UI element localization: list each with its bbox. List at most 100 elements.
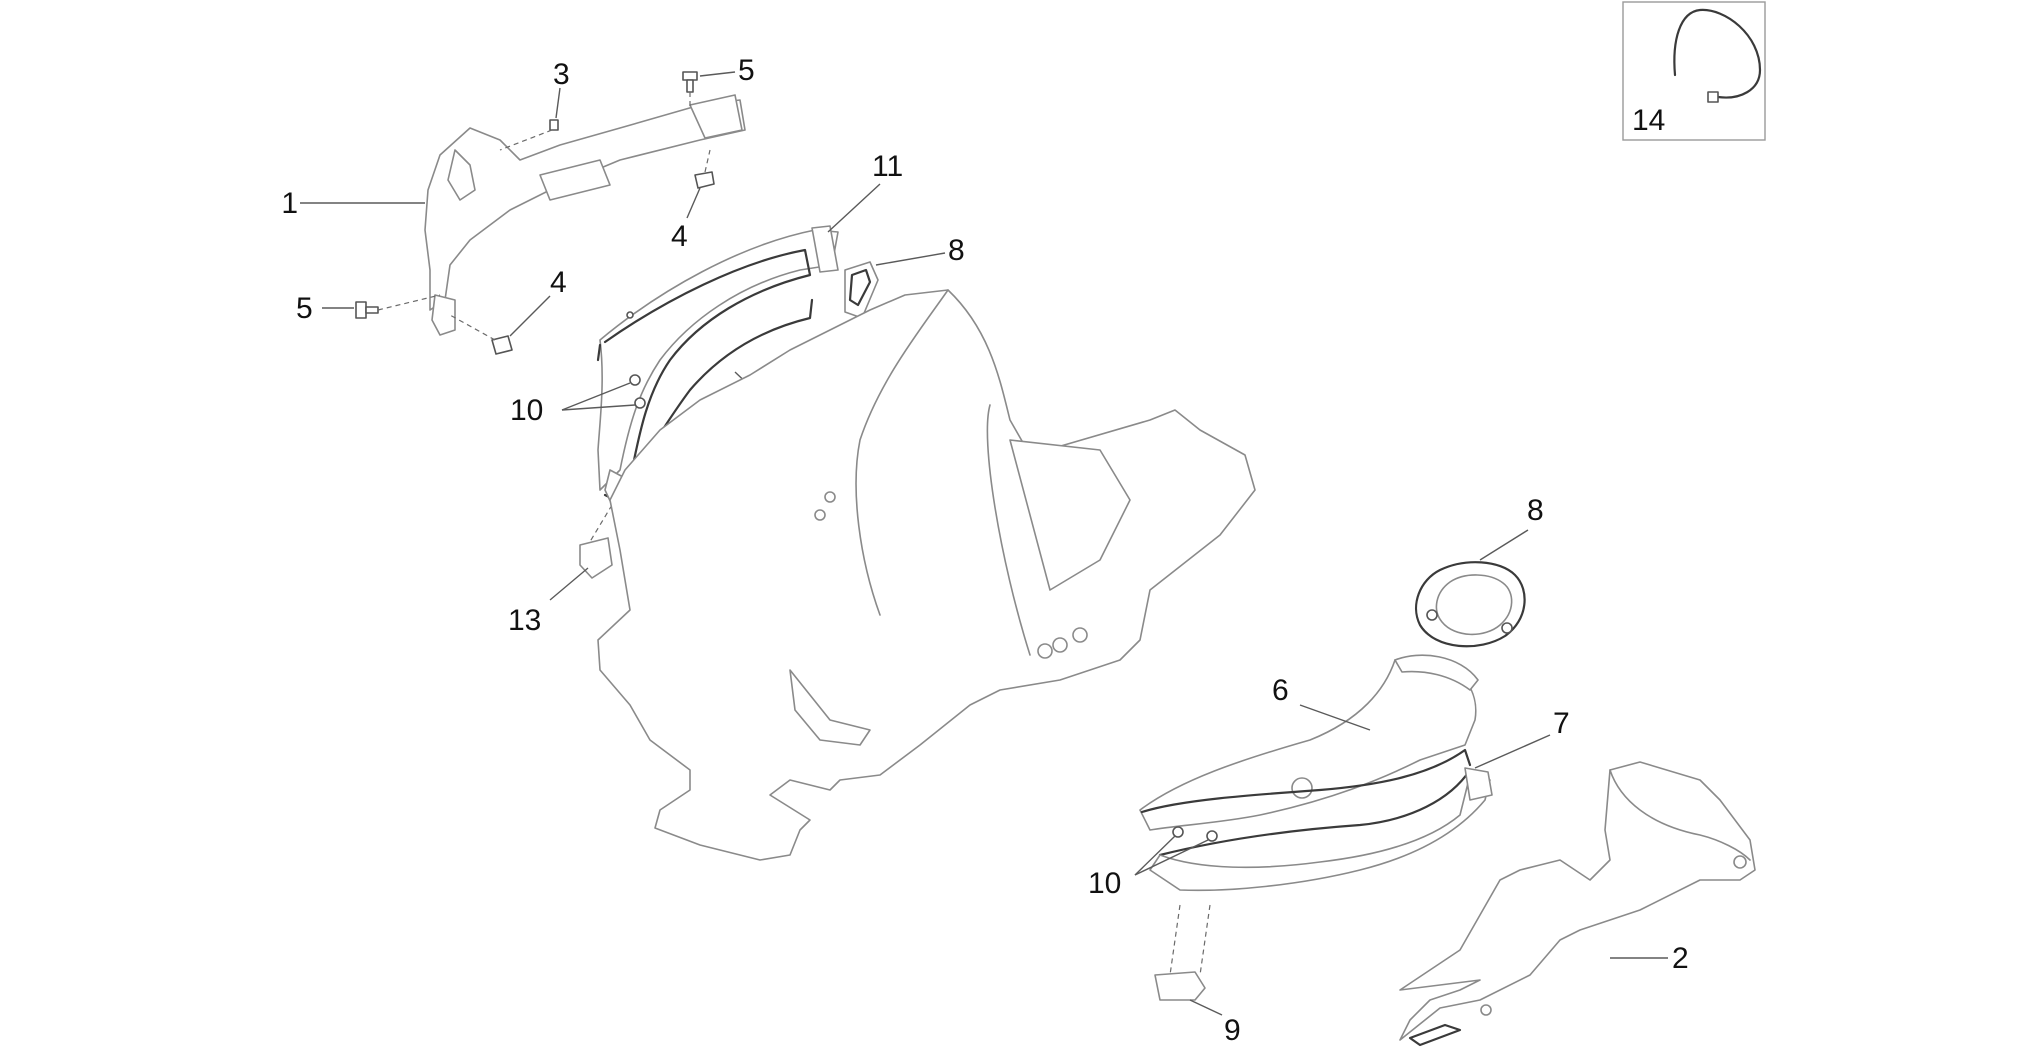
fairing-intake-left <box>789 669 871 746</box>
callout-8-lower: 8 <box>1527 494 1544 527</box>
duct-6-mouth <box>1394 654 1479 691</box>
part-4-clip-top: 4 <box>671 149 715 253</box>
leader-10-lower-b <box>1134 839 1209 876</box>
callout-10-upper: 10 <box>510 394 543 427</box>
callout-11: 11 <box>872 150 903 183</box>
duct-7-edge-top <box>1140 748 1472 814</box>
leader-6 <box>1299 704 1371 731</box>
leader-10-upper-b <box>561 404 636 411</box>
clip-4-top <box>694 171 715 189</box>
leader-8-upper <box>875 252 946 266</box>
part-11-upper-duct: 11 <box>597 150 903 491</box>
lower-fairing-hole-b <box>1480 1004 1492 1016</box>
grommet-10-upper-b <box>634 397 646 409</box>
leader-5-top <box>699 71 736 77</box>
fairing-vent-b <box>1052 637 1068 653</box>
bracket-arm-end <box>689 94 743 139</box>
callout-8-upper: 8 <box>948 234 965 267</box>
axis-4-left <box>449 314 496 341</box>
gasket-8-hole-b <box>1501 622 1513 634</box>
gasket-8-outer <box>1415 561 1526 648</box>
grommet-10-upper-a <box>629 374 641 386</box>
part-10-grommets-lower: 10 <box>1088 826 1218 900</box>
part-6-lower-duct: 6 <box>1139 654 1479 831</box>
bracket-inner-rib <box>447 149 476 201</box>
leader-4-left <box>509 295 551 337</box>
fairing-hole-a <box>824 491 836 503</box>
leader-11 <box>827 183 881 233</box>
callout-3: 3 <box>553 58 570 91</box>
flange-8-upper-inner <box>848 268 872 307</box>
callout-5-left: 5 <box>296 292 313 325</box>
part-8-gasket-lower: 8 <box>1415 494 1544 648</box>
part-2-lower-fairing: 2 <box>1399 761 1756 1047</box>
part-8-flange-upper: 8 <box>844 234 965 319</box>
fairing-side-panel <box>1009 439 1131 591</box>
gasket-8-inner <box>1435 574 1513 636</box>
axis-5-left <box>377 294 441 311</box>
grommet-10-lower-b <box>1206 830 1218 842</box>
callout-7: 7 <box>1553 707 1570 740</box>
callout-9: 9 <box>1224 1014 1241 1047</box>
duct-6-port <box>1291 777 1313 799</box>
gasket-8-hole-a <box>1426 609 1438 621</box>
leader-10-upper-a <box>561 382 631 411</box>
part-10-grommets-upper: 10 <box>510 374 646 427</box>
windscreen-inner <box>855 289 949 616</box>
duct-11-shell <box>597 229 839 491</box>
leader-10-lower-a <box>1134 835 1176 876</box>
axis-9-b <box>1199 904 1211 976</box>
callout-1: 1 <box>281 187 298 220</box>
duct-11-hole <box>626 311 634 319</box>
fairing-vent-a <box>1037 643 1053 659</box>
screw-5-left-shaft <box>365 306 379 314</box>
lower-fairing-body <box>1399 761 1756 1041</box>
duct-7-edge-mid <box>1158 768 1472 857</box>
axis-3 <box>499 129 553 151</box>
part-5-screw-left: 5 <box>296 292 441 325</box>
clamp-head-14 <box>1707 91 1719 103</box>
leader-4-top <box>686 187 701 219</box>
bracket-foot <box>431 294 456 336</box>
duct-11-flange <box>811 225 839 273</box>
duct-6-shell <box>1139 659 1477 831</box>
flange-8-upper <box>844 261 879 319</box>
duct-7-tab <box>1464 767 1493 801</box>
clip-4-left <box>491 335 513 355</box>
screw-5-top-shaft <box>686 79 694 93</box>
bracket-slot <box>539 159 611 201</box>
inset-frame <box>1622 1 1766 141</box>
screw-3 <box>549 119 559 131</box>
screw-5-top-head <box>682 71 698 81</box>
screw-5-left-head <box>355 301 367 319</box>
central-fairing <box>597 289 1256 861</box>
callout-4-top: 4 <box>671 220 688 253</box>
part-9-bracket: 9 <box>1154 904 1241 1047</box>
leader-7 <box>1474 734 1551 769</box>
axis-9-a <box>1169 904 1181 976</box>
callout-2: 2 <box>1672 942 1689 975</box>
part-1-bracket: 1 <box>281 94 746 336</box>
duct-7-lower-body <box>1149 774 1491 892</box>
lower-fairing-hole-a <box>1733 855 1747 869</box>
leader-9 <box>1189 999 1223 1016</box>
axis-13 <box>587 504 613 546</box>
lower-fairing-tip <box>1408 1023 1462 1047</box>
callout-6: 6 <box>1272 674 1289 707</box>
part-3-screw: 3 <box>499 58 570 151</box>
part-13-bracket: 13 <box>508 504 613 637</box>
wire-clamp-14 <box>1673 8 1762 99</box>
fairing-hole-b <box>814 509 826 521</box>
axis-4-top <box>704 149 711 173</box>
callout-5-top: 5 <box>738 54 755 87</box>
part-4-clip-left: 4 <box>449 266 567 355</box>
leader-13 <box>549 567 589 601</box>
bracket-13 <box>579 537 613 579</box>
leader-3 <box>555 87 561 119</box>
leader-8-lower <box>1479 529 1529 561</box>
callout-13: 13 <box>508 604 541 637</box>
part-7-duct-seal: 7 <box>1140 707 1570 892</box>
part-14-inset: 14 <box>1622 1 1766 141</box>
bracket-9 <box>1154 971 1206 1001</box>
